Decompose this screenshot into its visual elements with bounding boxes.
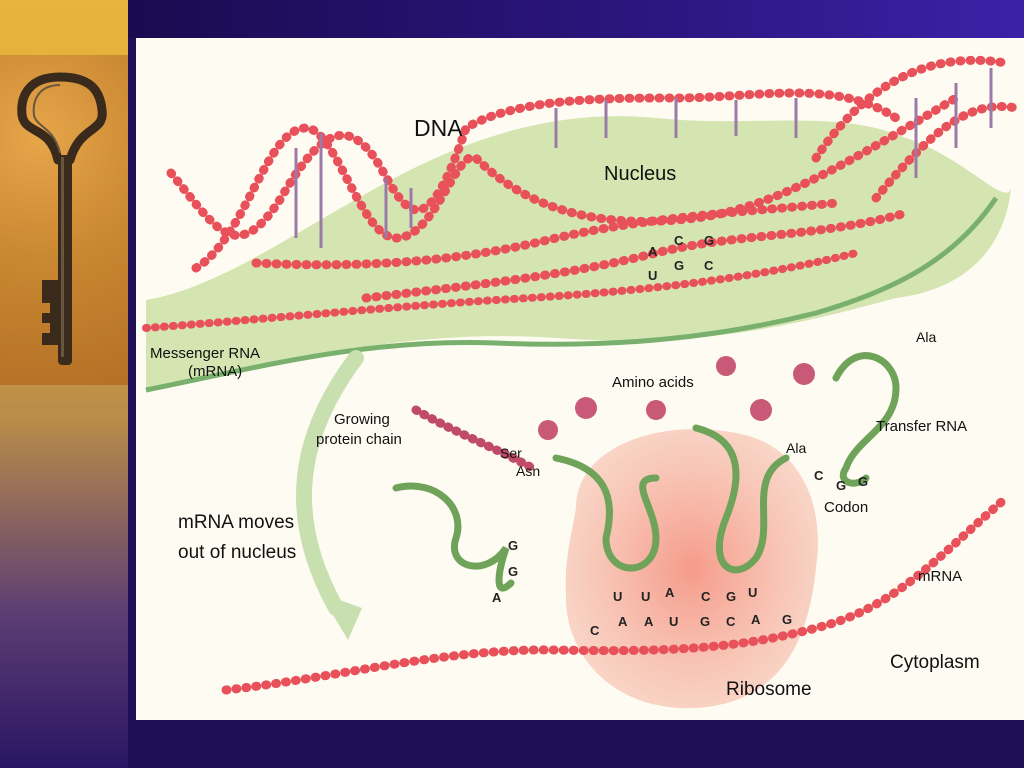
label-asn: Asn: [516, 463, 540, 479]
nuclear-membrane: [145, 196, 999, 393]
label-amino-acids: Amino acids: [612, 374, 694, 391]
amino-acid-spheres: [538, 356, 815, 440]
mrna-strand-nucleus: [142, 249, 860, 332]
base-letter: G: [836, 478, 846, 493]
base-letter: C: [674, 233, 684, 248]
label-transfer-rna: Transfer RNA: [876, 418, 967, 435]
base-letter: G: [508, 564, 518, 579]
label-mrna-paren: (mRNA): [188, 363, 242, 380]
base-letter: G: [674, 258, 684, 273]
slide-content: DNA Nucleus Messenger RNA (mRNA) Amino a…: [136, 38, 1024, 720]
base-letter: C: [704, 258, 714, 273]
label-cytoplasm: Cytoplasm: [890, 652, 980, 673]
label-mrna-moves-1: mRNA moves: [178, 512, 294, 533]
base-letter: A: [648, 244, 658, 259]
label-ser: Ser: [500, 445, 522, 461]
base-letter: G: [508, 538, 518, 553]
trna-molecules: [392, 352, 900, 592]
label-mrna-moves-2: out of nucleus: [178, 542, 296, 563]
antique-key-icon: [17, 72, 107, 365]
base-letter: C: [814, 468, 824, 483]
base-letter: G: [782, 612, 792, 627]
base-letter: U: [641, 589, 650, 604]
protein-synthesis-diagram: DNA Nucleus Messenger RNA (mRNA) Amino a…: [142, 55, 1021, 709]
base-letter: C: [726, 614, 736, 629]
key-photo: [0, 55, 128, 385]
base-letter: G: [858, 474, 868, 489]
base-letter: C: [701, 589, 711, 604]
label-nucleus: Nucleus: [604, 163, 676, 185]
base-letter: U: [748, 585, 757, 600]
label-ala-top: Ala: [916, 329, 936, 345]
dna-strands: [166, 55, 1021, 303]
base-letter: G: [704, 233, 714, 248]
label-growing: Growing: [334, 411, 390, 428]
base-letter: G: [700, 614, 710, 629]
base-letter: A: [618, 614, 628, 629]
base-letter: A: [492, 590, 502, 605]
label-ribosome: Ribosome: [726, 679, 812, 700]
mrna-strand-cytoplasm: [221, 493, 1011, 695]
base-letter: U: [648, 268, 657, 283]
label-ala-mid: Ala: [786, 440, 806, 456]
base-letter: A: [644, 614, 654, 629]
base-letter: U: [613, 589, 622, 604]
ribosome: [565, 429, 818, 709]
base-letter: G: [726, 589, 736, 604]
label-mrna-right: mRNA: [918, 568, 962, 585]
label-messenger-rna: Messenger RNA: [150, 345, 260, 362]
top-band: [128, 0, 1024, 38]
mrna-path-arrow: [296, 350, 364, 616]
base-letter: U: [669, 614, 678, 629]
mrna-path-arrowhead: [320, 593, 362, 640]
label-protein-chain: protein chain: [316, 431, 402, 448]
label-dna: DNA: [414, 115, 463, 141]
label-codon: Codon: [824, 499, 868, 516]
base-letter: C: [590, 623, 600, 638]
dna-base-pairs: [294, 68, 993, 248]
protein-chain: [411, 405, 541, 475]
base-letter: A: [665, 585, 675, 600]
base-letter: A: [751, 612, 761, 627]
